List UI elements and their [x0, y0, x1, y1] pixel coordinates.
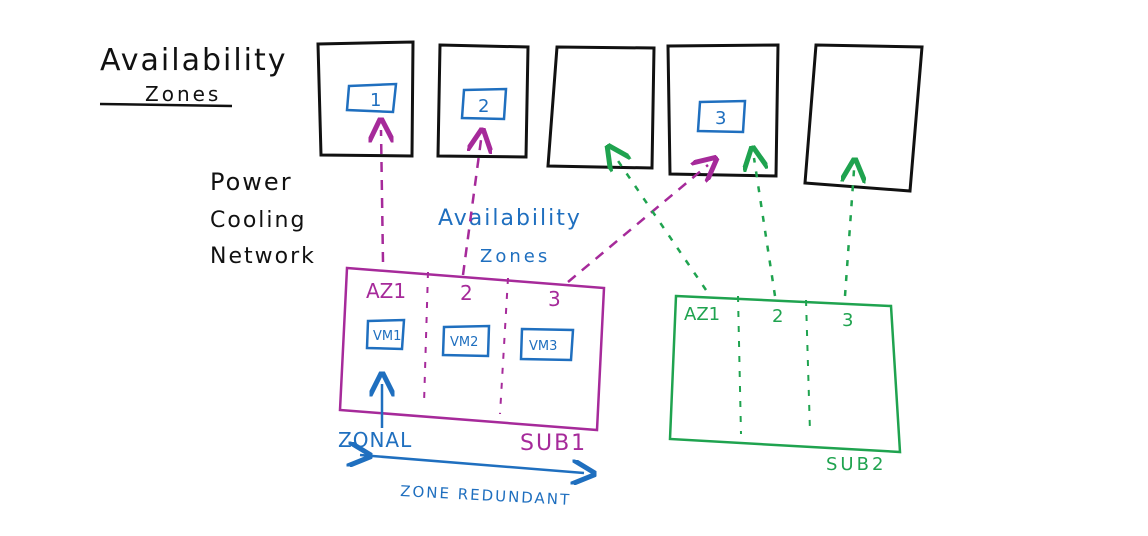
sub1-az3-mapping-arrow — [567, 165, 708, 283]
zone-tag-1: 1 — [345, 82, 398, 114]
zonal-label: ZONAL — [338, 428, 412, 452]
sub1-zone-label-3: 3 — [548, 287, 561, 311]
title-line2: Zones — [145, 82, 221, 106]
sub1-zone-divider-1 — [423, 271, 429, 405]
title-line1: Availability — [100, 43, 288, 78]
title-underline — [99, 102, 233, 108]
vm-2-label: VM2 — [450, 335, 478, 350]
datacenter-box-3 — [546, 45, 656, 170]
label-power: Power — [210, 168, 293, 196]
sub1-heading-line1: Availability — [438, 206, 582, 231]
datacenter-box-4 — [666, 43, 780, 178]
zone-tag-3: 3 — [696, 99, 747, 134]
sub2-name: SUB2 — [826, 454, 886, 475]
datacenter-row — [316, 40, 924, 193]
sub2-zone-label-az1: AZ1 — [684, 304, 720, 325]
sub2-zone-label-3: 3 — [842, 310, 853, 331]
sub1-az2-mapping-arrow — [461, 140, 481, 276]
vm-3-label: VM3 — [529, 339, 557, 354]
label-network: Network — [210, 244, 316, 269]
sub2-zone-label-2: 2 — [772, 306, 783, 327]
sub2-az2-mapping-arrow — [754, 158, 777, 297]
vm-1-label: VM1 — [373, 329, 401, 344]
datacenter-box-1 — [316, 40, 415, 158]
zone-tag-3-label: 3 — [715, 108, 726, 129]
vm-2: VM2 — [441, 324, 491, 358]
datacenter-box-2 — [436, 43, 530, 159]
sub1-name: SUB1 — [520, 431, 587, 456]
sub2-az3-mapping-arrow — [845, 170, 854, 297]
sub1-zone-label-az1: AZ1 — [366, 279, 406, 303]
sub1-zone-label-2: 2 — [460, 281, 473, 305]
zone-tag-2: 2 — [460, 87, 508, 121]
zone-tag-2-label: 2 — [478, 96, 489, 117]
datacenter-box-5 — [803, 43, 924, 193]
zone-redundant-label: ZONE REDUNDANT — [400, 482, 572, 509]
sub2-az1-mapping-arrow — [614, 155, 708, 291]
sub1-heading-line2: Zones — [480, 246, 550, 267]
sub1-zone-divider-2 — [499, 277, 509, 415]
vm-1: VM1 — [365, 318, 406, 351]
sub2-zone-divider-2 — [805, 299, 811, 433]
zone-redundant-arrow — [360, 455, 584, 473]
zone-tag-1-label: 1 — [370, 90, 381, 111]
label-cooling: Cooling — [210, 208, 306, 233]
sub2-box — [668, 294, 902, 454]
sub1-box — [338, 266, 606, 432]
sub2-zone-divider-1 — [737, 295, 742, 435]
vm-3: VM3 — [519, 327, 575, 362]
sub1-az1-mapping-arrow — [381, 130, 383, 263]
